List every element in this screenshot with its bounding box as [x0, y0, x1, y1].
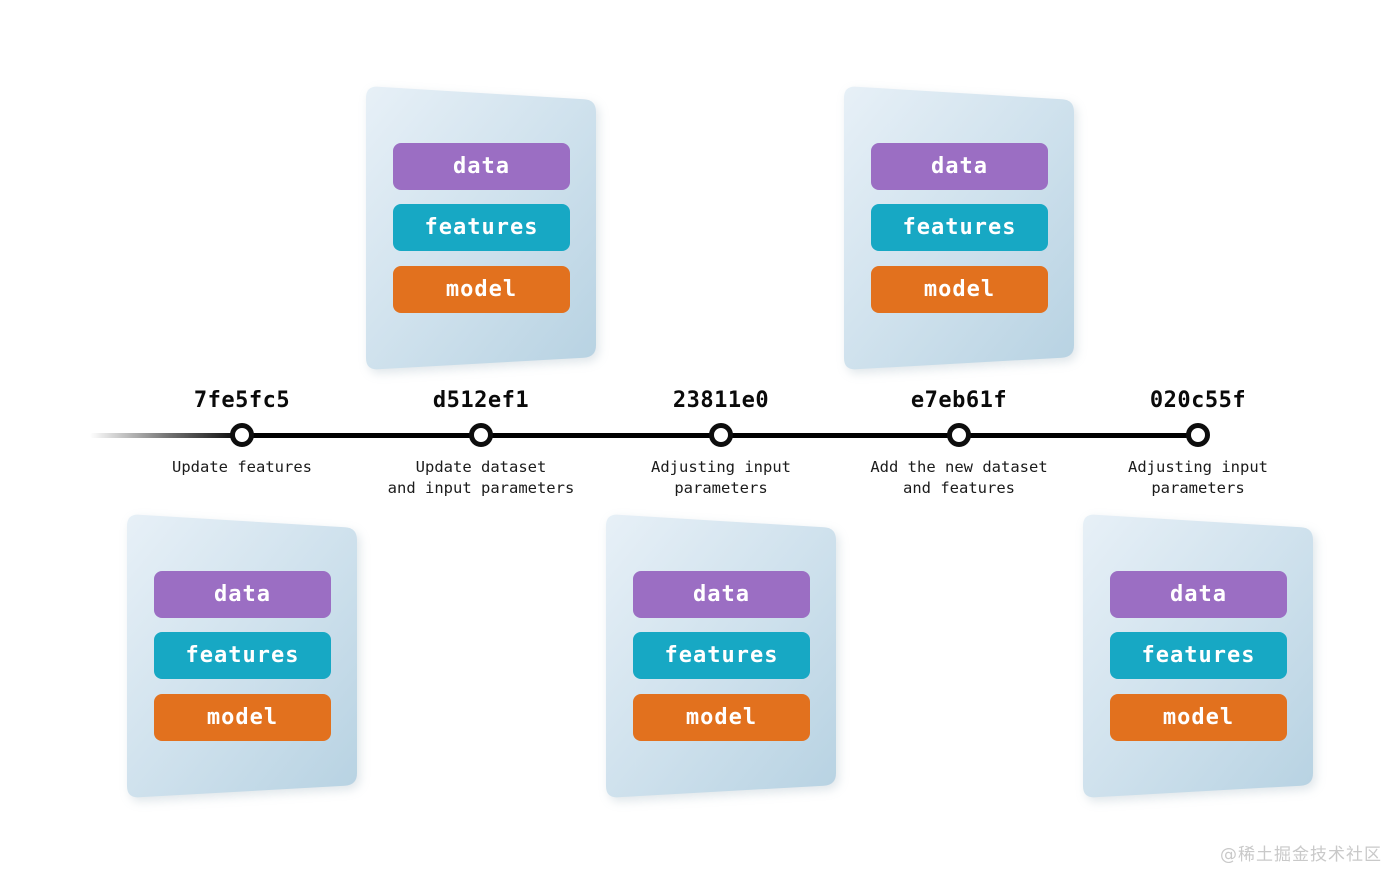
pill-data: data: [871, 143, 1048, 190]
pill-model: model: [633, 694, 810, 741]
commit-hash: e7eb61f: [910, 388, 1008, 413]
commit-hash: 7fe5fc5: [193, 388, 291, 413]
commit-hash: 23811e0: [672, 388, 770, 413]
pill-model: model: [871, 266, 1048, 313]
pill-data: data: [154, 571, 331, 618]
timeline-line: [90, 433, 1198, 438]
commit-node: [230, 423, 254, 447]
pill-features: features: [1110, 632, 1287, 679]
pill-model: model: [393, 266, 570, 313]
commit-hash: 020c55f: [1149, 388, 1247, 413]
commit-card: data features model: [1083, 514, 1313, 799]
commit-description: Update dataset and input parameters: [387, 458, 575, 497]
commit-description: Adjusting input parameters: [1128, 458, 1268, 497]
commit-card: data features model: [844, 86, 1074, 371]
commit-node: [947, 423, 971, 447]
pill-features: features: [393, 204, 570, 251]
commit-hash: d512ef1: [432, 388, 530, 413]
commit-node: [1186, 423, 1210, 447]
commit-card: data features model: [606, 514, 836, 799]
pill-data: data: [393, 143, 570, 190]
pill-data: data: [633, 571, 810, 618]
watermark: @稀土掘金技术社区: [1220, 845, 1382, 865]
pill-model: model: [154, 694, 331, 741]
pill-data: data: [1110, 571, 1287, 618]
pill-features: features: [633, 632, 810, 679]
commit-node: [709, 423, 733, 447]
commit-card: data features model: [127, 514, 357, 799]
pill-model: model: [1110, 694, 1287, 741]
commit-card: data features model: [366, 86, 596, 371]
pill-features: features: [871, 204, 1048, 251]
commit-description: Add the new dataset and features: [870, 458, 1048, 497]
commit-description: Update features: [172, 458, 312, 476]
commit-description: Adjusting input parameters: [651, 458, 791, 497]
pill-features: features: [154, 632, 331, 679]
commit-node: [469, 423, 493, 447]
